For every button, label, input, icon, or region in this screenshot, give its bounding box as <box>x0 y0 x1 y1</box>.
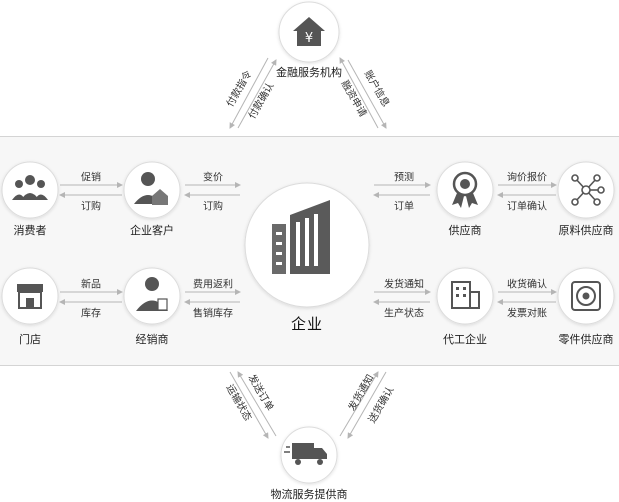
edge-label-distributor-bottom: 售销库存 <box>193 308 233 320</box>
arrow-finance-right-down <box>347 59 387 129</box>
edge-label-oem-top: 发货通知 <box>384 279 424 291</box>
oem-node <box>436 267 494 325</box>
svg-text:¥: ¥ <box>305 31 313 46</box>
node-label-distributor: 经销商 <box>135 333 169 346</box>
edge-label-customer-top: 变价 <box>203 172 223 184</box>
people-icon <box>12 175 48 200</box>
logistics-node <box>280 426 338 484</box>
arrow-finance-left-down <box>229 57 269 129</box>
businessman-icon <box>136 277 168 311</box>
node-label-consumer: 消费者 <box>13 224 47 237</box>
node-label-raw-supplier: 原料供应商 <box>558 224 614 237</box>
node-label-center: 企业 <box>290 315 324 333</box>
edge-label-consumer-top: 促销 <box>81 172 101 184</box>
speaker-icon <box>571 281 601 311</box>
molecule-icon <box>571 174 605 206</box>
edge-label-parts-top: 收货确认 <box>507 279 547 291</box>
edge-label-distributor-top: 费用返利 <box>193 279 233 291</box>
node-label-store: 门店 <box>19 333 41 346</box>
consumer-node <box>1 161 59 219</box>
connectors <box>59 57 557 439</box>
edge-label-customer-bottom: 订购 <box>203 201 223 213</box>
node-label-oem: 代工企业 <box>443 333 487 346</box>
finance-node: ¥ <box>278 1 340 63</box>
store-icon <box>17 284 43 309</box>
award-icon <box>452 171 478 208</box>
factory-icon <box>451 281 480 309</box>
truck-icon <box>284 443 327 465</box>
node-label-logistics: 物流服务提供商 <box>270 488 348 501</box>
bank-icon: ¥ <box>293 17 325 46</box>
node-label-parts-supplier: 零件供应商 <box>558 333 614 346</box>
arrow-finance-left-up <box>237 59 277 129</box>
node-label-finance: 金融服务机构 <box>276 66 342 79</box>
edge-label-supplier-top: 预测 <box>394 172 414 184</box>
edge-label-store-top: 新品 <box>81 279 101 291</box>
customer-node <box>123 161 181 219</box>
center-node <box>244 182 370 308</box>
node-label-enterprise-customer: 企业客户 <box>130 224 174 237</box>
edge-label-consumer-bottom: 订购 <box>81 201 101 213</box>
parts-supplier-node <box>557 267 615 325</box>
arrow-finance-right-up <box>339 57 379 129</box>
customer-icon <box>134 172 168 205</box>
raw-supplier-node <box>557 161 615 219</box>
edge-label-store-bottom: 库存 <box>81 308 101 320</box>
building-icon <box>272 200 330 274</box>
edge-label-raw-bottom: 订单确认 <box>507 201 547 213</box>
node-label-supplier: 供应商 <box>448 224 482 237</box>
distributor-node <box>123 267 181 325</box>
edge-label-supplier-bottom: 订单 <box>394 201 414 213</box>
edge-label-parts-bottom: 发票对账 <box>507 308 547 320</box>
supplier-node <box>436 161 494 219</box>
edge-label-raw-top: 询价报价 <box>507 172 547 184</box>
store-node <box>1 267 59 325</box>
edge-label-oem-bottom: 生产状态 <box>384 308 424 320</box>
